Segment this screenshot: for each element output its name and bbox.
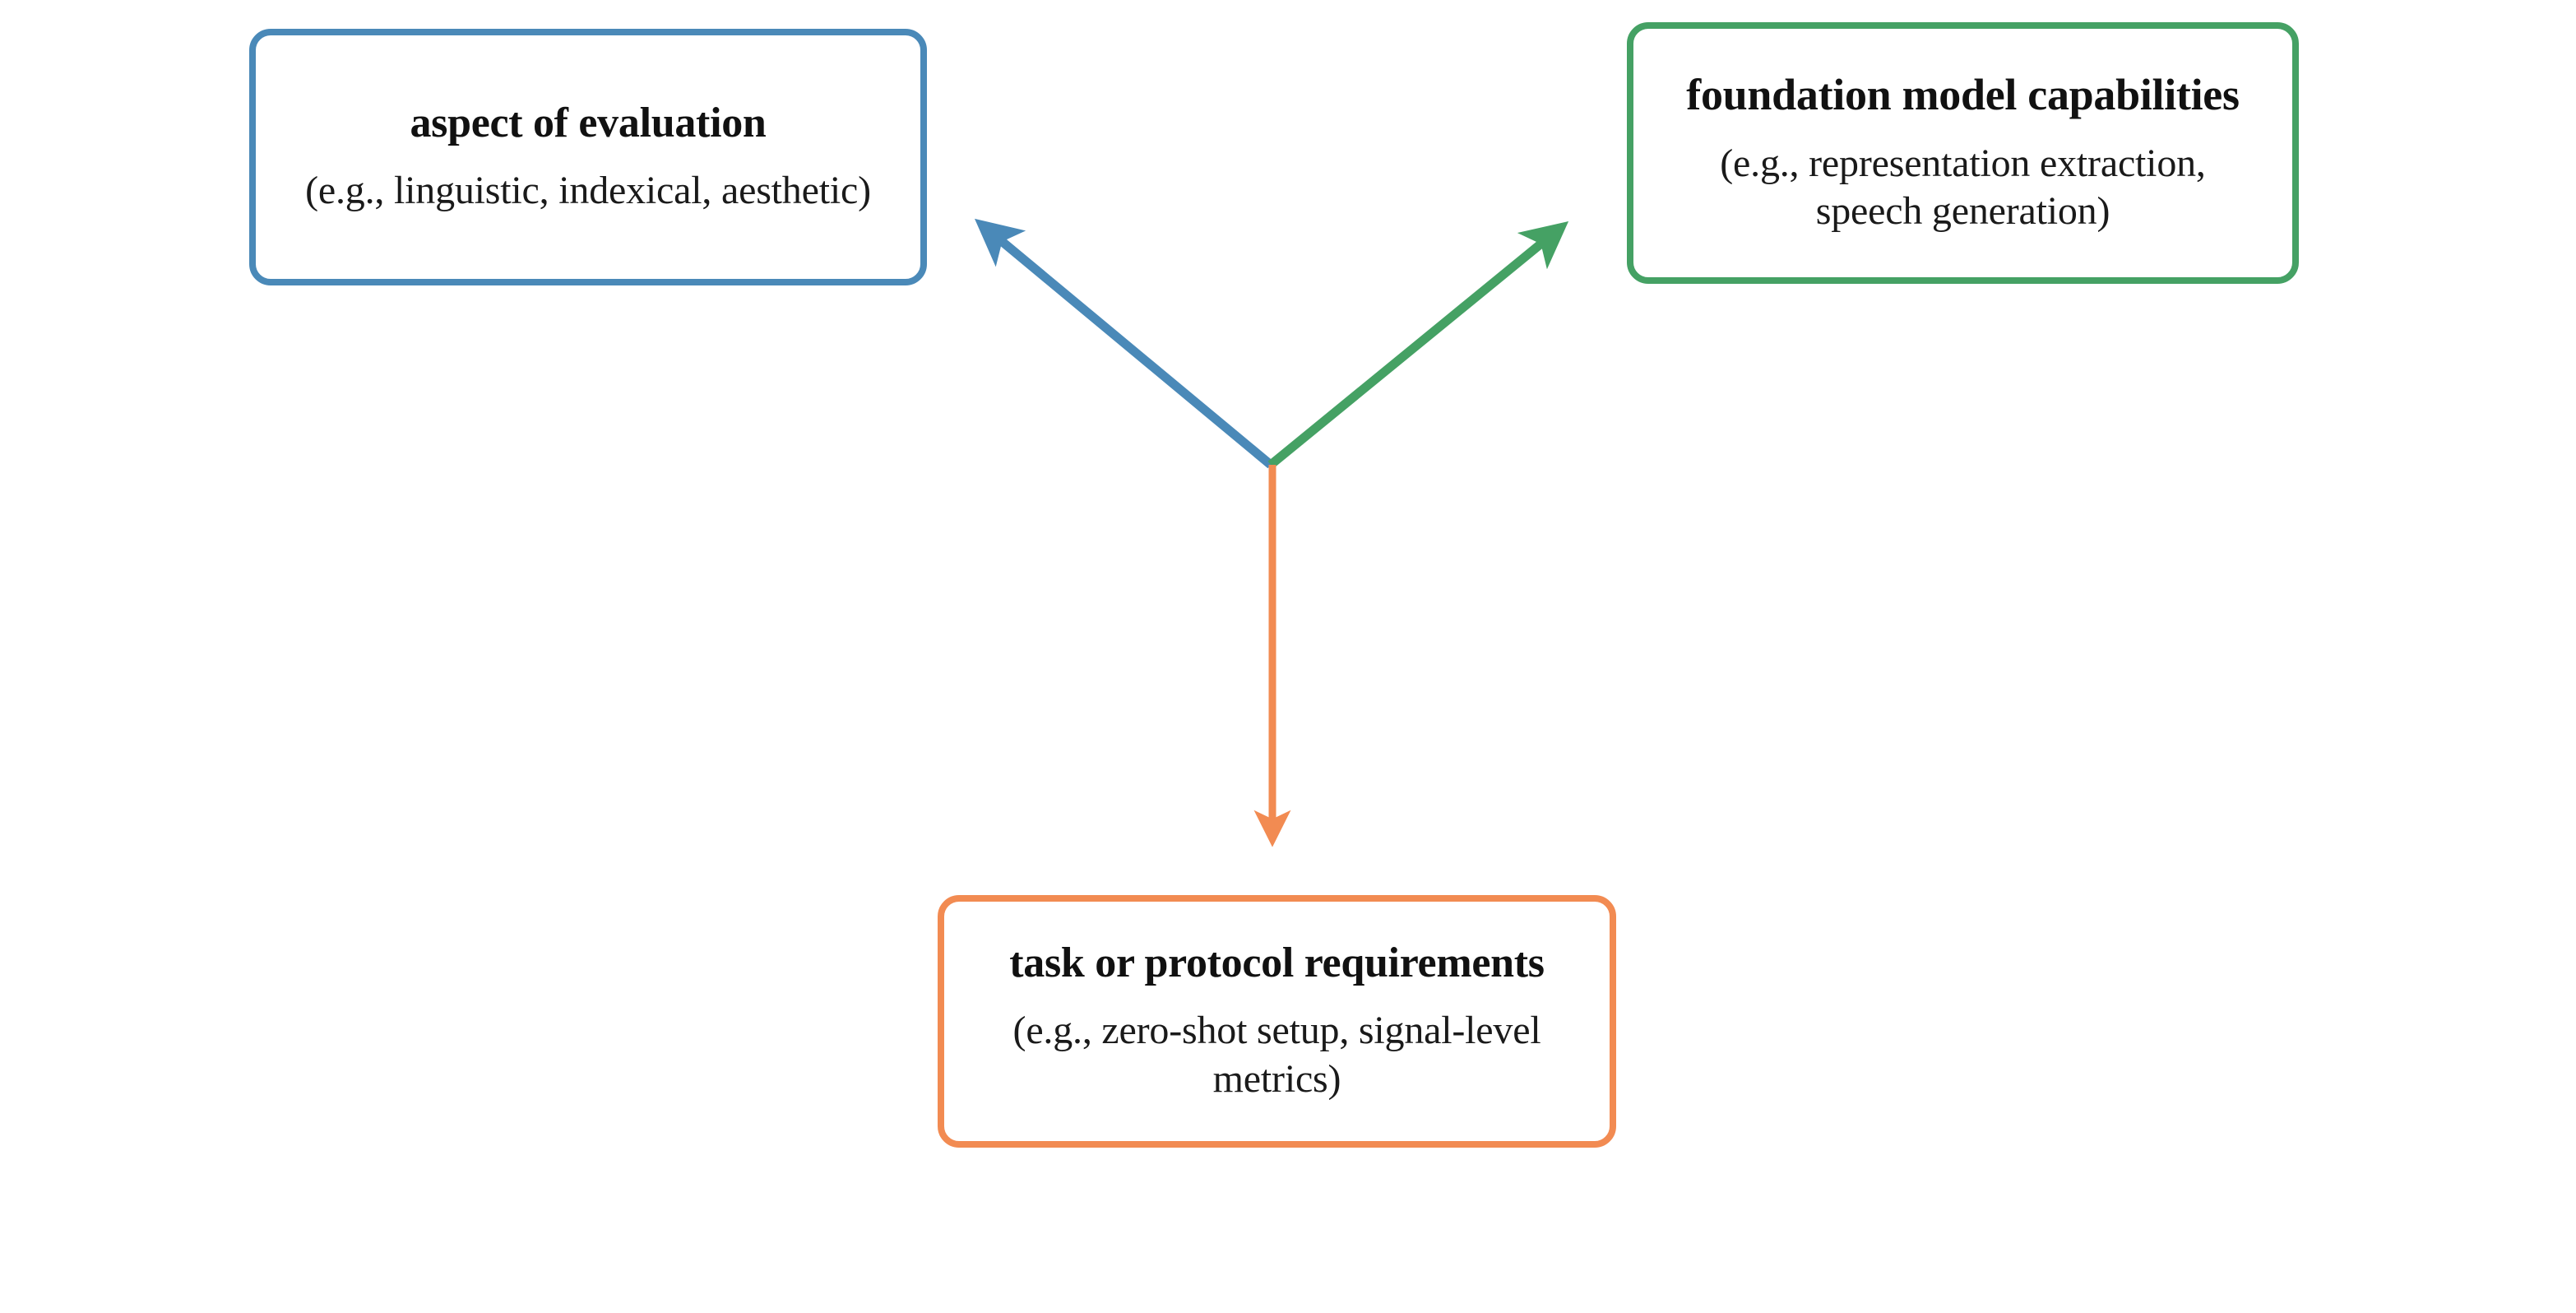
node-subtitle-aspect-of-evaluation: (e.g., linguistic, indexical, aesthetic)	[305, 168, 871, 212]
node-foundation-model-capabilities: foundation model capabilities (e.g., rep…	[1627, 22, 2299, 284]
arrow-to-foundation-model-capabilities	[1267, 220, 1569, 469]
node-subtitle-foundation-model-capabilities: (e.g., representation extraction, speech…	[1720, 141, 2206, 234]
node-subtitle-task-or-protocol-requirements: (e.g., zero-shot setup, signal-level met…	[1012, 1009, 1541, 1101]
node-task-or-protocol-requirements: task or protocol requirements (e.g., zer…	[938, 895, 1616, 1148]
node-title-aspect-of-evaluation: aspect of evaluation	[410, 99, 767, 146]
node-aspect-of-evaluation: aspect of evaluation (e.g., linguistic, …	[249, 29, 927, 285]
node-title-foundation-model-capabilities: foundation model capabilities	[1686, 70, 2240, 120]
node-title-task-or-protocol-requirements: task or protocol requirements	[1009, 939, 1545, 986]
arrow-to-aspect-of-evaluation	[975, 218, 1274, 469]
